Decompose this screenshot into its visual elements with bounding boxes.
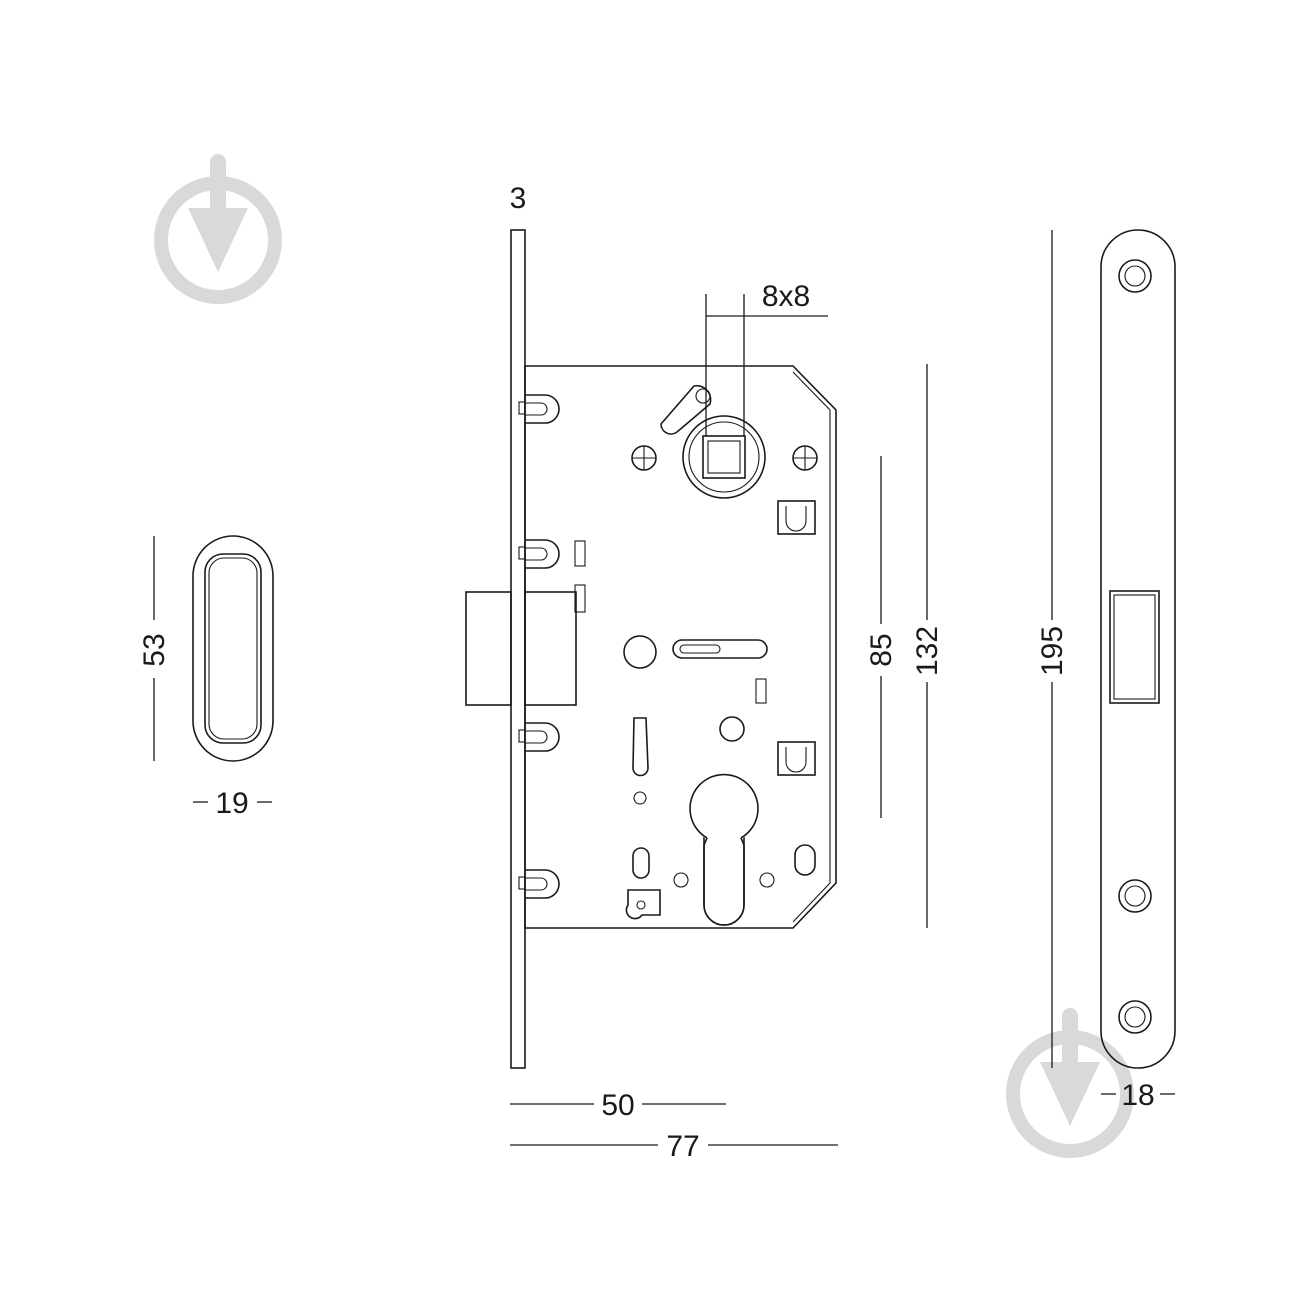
handle-width-label: 19	[215, 787, 248, 820]
download-arrow-icon	[1006, 1008, 1134, 1158]
center-distance-dimension: 85	[865, 456, 898, 818]
case-slots	[574, 540, 767, 704]
lock-faceplate	[510, 229, 526, 1069]
follower-lever	[660, 384, 712, 435]
body-depth-label: 77	[666, 1130, 699, 1163]
flush-handle-escutcheon	[192, 535, 274, 762]
backset-label: 50	[601, 1089, 634, 1122]
spindle-size-label: 8x8	[762, 280, 810, 313]
fixing-lug	[777, 500, 816, 535]
spring-pin	[632, 717, 649, 777]
strike-width-dimension: 18	[1101, 1079, 1175, 1112]
latch-bolt	[465, 591, 577, 706]
handle-width-dimension: 19	[193, 787, 272, 820]
handle-height-label: 53	[138, 633, 171, 666]
bottom-lug	[625, 889, 661, 920]
body-height-label: 132	[911, 626, 944, 676]
euro-cylinder-cutout	[689, 773, 759, 926]
download-arrow-icon	[154, 154, 282, 304]
handle-height-dimension: 53	[138, 536, 171, 761]
faceplate-thickness-label: 3	[510, 182, 527, 215]
strike-height-dimension: 195	[1036, 230, 1069, 1068]
body-height-dimension: 132	[911, 364, 944, 928]
fixing-lug	[777, 741, 816, 776]
spindle-dimension: 8x8	[705, 280, 828, 436]
strike-width-label: 18	[1121, 1079, 1154, 1112]
lock-case	[524, 365, 837, 929]
backset-dimension: 50	[510, 1089, 726, 1122]
screw-hole-icon	[631, 445, 657, 471]
case-holes	[623, 635, 816, 888]
strike-height-label: 195	[1036, 626, 1069, 676]
depth-dimension: 77	[510, 1130, 838, 1163]
screw-hole-icon	[792, 445, 818, 471]
center-distance-label: 85	[865, 633, 898, 666]
case-mounting-tabs	[518, 394, 560, 899]
spindle-hub	[682, 415, 766, 499]
strike-plate	[1100, 229, 1176, 1069]
